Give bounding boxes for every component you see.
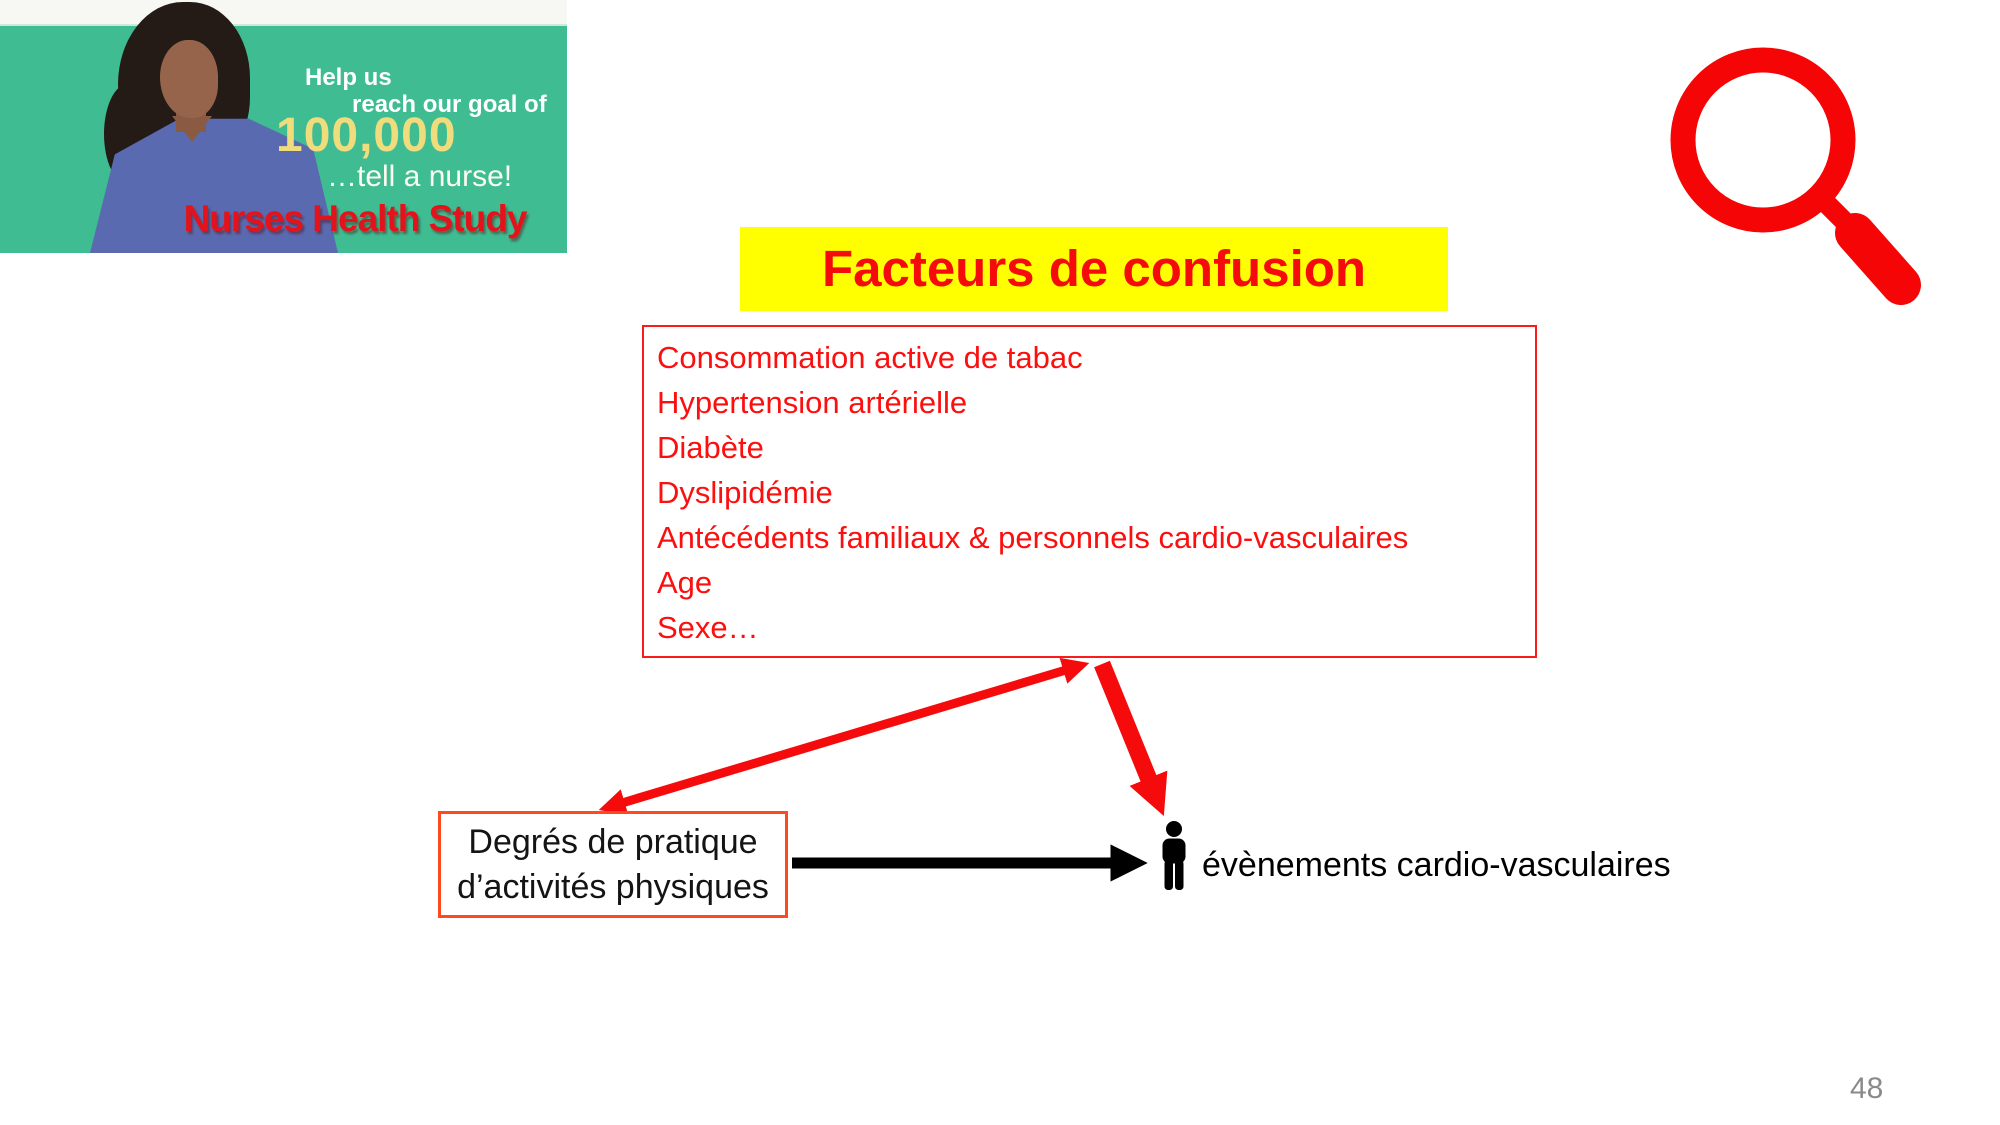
outcome-label: évènements cardio-vasculaires [1202, 846, 1671, 884]
confounder-item: Antécédents familiaux & personnels cardi… [657, 520, 1409, 555]
banner-help-line1: Help us [305, 64, 392, 91]
banner-tagline: …tell a nurse! [327, 160, 513, 193]
slide-title: Facteurs de confusion [740, 227, 1448, 311]
confounder-item: Diabète [657, 430, 764, 465]
banner-help-line2: reach our goal of [352, 91, 547, 118]
confounders-box: Consommation active de tabac Hypertensio… [642, 325, 1537, 658]
nurse-photo [160, 40, 218, 118]
confounder-item: Consommation active de tabac [657, 340, 1083, 375]
slide-title-text: Facteurs de confusion [821, 240, 1367, 297]
confounder-item: Sexe… [657, 610, 759, 645]
magnifier-icon [1670, 47, 1921, 305]
exposure-line1: Degrés de pratique [468, 822, 758, 861]
confounder-item: Age [657, 565, 713, 600]
banner-goal-number: 100,000 [276, 109, 457, 162]
confounder-item: Dyslipidémie [657, 475, 833, 510]
exposure-box: Degrés de pratique d’activités physiques [438, 811, 788, 918]
confounder-item: Hypertension artérielle [657, 385, 968, 420]
page-number: 48 [1850, 1072, 1884, 1105]
nurses-health-study-banner: Help us reach our goal of 100,000 …tell … [0, 0, 567, 253]
exposure-line2: d’activités physiques [457, 867, 769, 906]
arrow-confounders-outcome [1094, 660, 1168, 817]
arrow-confounders-exposure [598, 657, 1090, 816]
person-icon [1162, 821, 1186, 890]
banner-title: Nurses Health Study [183, 198, 528, 239]
